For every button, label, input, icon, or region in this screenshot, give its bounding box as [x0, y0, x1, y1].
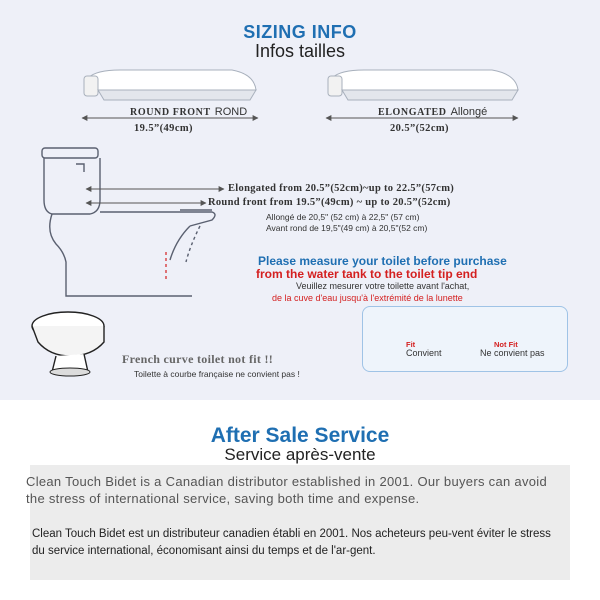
after-sale-body-en: Clean Touch Bidet is a Canadian distribu…: [26, 474, 548, 506]
elongated-seat-image: [327, 69, 519, 101]
after-sale-title: After Sale Service: [210, 424, 390, 447]
french-curve-warning: French curve toilet not fit !!: [122, 352, 274, 366]
after-sale-info-box: [30, 465, 570, 580]
measure-warning-line2: from the water tank to the toilet tip en…: [256, 267, 478, 281]
elongated-measure-text: Elongated from 20.5”(52cm)~up to 22.5”(5…: [228, 183, 455, 194]
not-fit-label-fr: Ne convient pas: [480, 348, 545, 358]
round-seat-image: [83, 69, 257, 101]
fit-label: Fit: [406, 340, 416, 349]
fit-comparison-box: [362, 306, 568, 372]
french-curve-toilet-image: [31, 311, 105, 377]
not-fit-label: Not Fit: [494, 340, 518, 349]
measure-warning-line1: Please measure your toilet before purcha…: [258, 254, 507, 268]
elongated-size: 20.5”(52cm): [390, 123, 449, 134]
french-curve-warning-fr: Toilette à courbe française ne convient …: [134, 369, 300, 379]
round-size: 19.5”(49cm): [134, 123, 193, 134]
measure-warning-fr2: de la cuve d'eau jusqu'à l'extrémité de …: [272, 293, 463, 303]
measure-warning-fr1: Veuillez mesurer votre toilette avant l'…: [296, 281, 470, 291]
after-sale-body-fr: Clean Touch Bidet est un distributeur ca…: [32, 528, 551, 557]
after-sale-title-fr: Service après-vente: [224, 445, 376, 464]
round-measure-text: Round front from 19.5”(49cm) ~ up to 20.…: [208, 197, 451, 208]
fit-label-fr: Convient: [406, 348, 442, 358]
sizing-title-fr: Infos tailles: [254, 41, 346, 61]
toilet-side-diagram: [41, 147, 216, 297]
sizing-title: SIZING INFO: [243, 22, 357, 42]
elongated-measure-fr: Allongé de 20,5" (52 cm) à 22,5" (57 cm): [266, 212, 420, 222]
round-measure-fr: Avant rond de 19,5"(49 cm) à 20,5"(52 cm…: [266, 223, 428, 233]
